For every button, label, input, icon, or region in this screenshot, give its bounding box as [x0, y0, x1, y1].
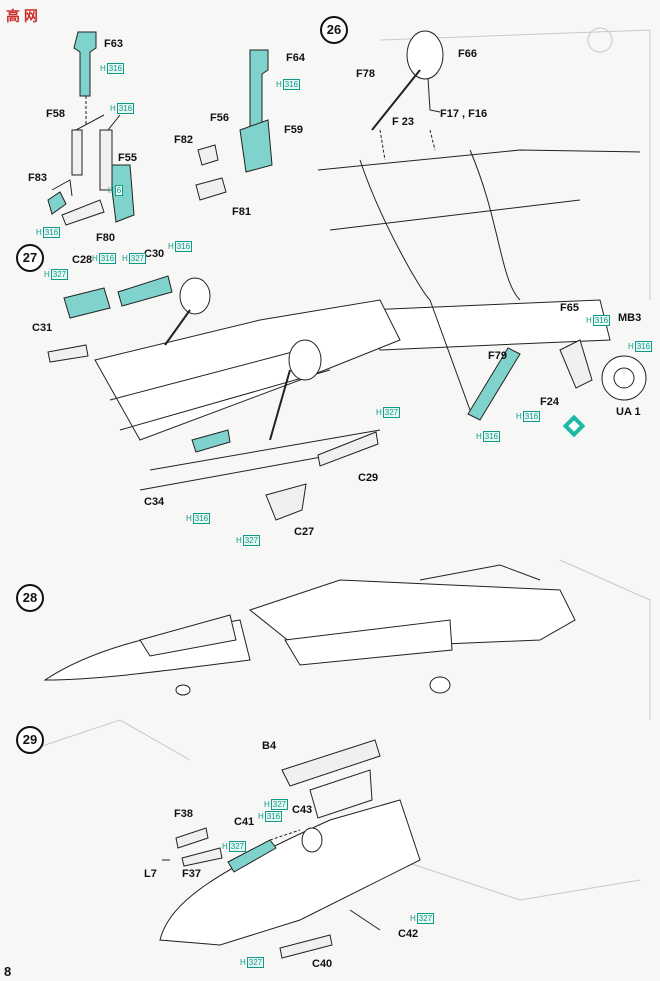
label-c42: C42 — [398, 928, 419, 940]
step-28-marker: 28 — [16, 584, 44, 612]
label-c29: C29 — [358, 472, 379, 484]
label-f24: F24 — [540, 396, 559, 408]
label-f63: F63 — [104, 38, 123, 50]
label-ua1: UA 1 — [616, 406, 641, 418]
label-f65: F65 — [560, 302, 579, 314]
label-c31: C31 — [32, 322, 53, 334]
label-f38: F38 — [174, 808, 193, 820]
site-watermark: 高 网 — [6, 8, 38, 24]
label-c30: C30 — [144, 248, 165, 260]
label-c41: C41 — [234, 816, 255, 828]
step-26-marker: 26 — [320, 16, 348, 44]
label-c40: C40 — [312, 958, 333, 970]
label-f81: F81 — [232, 206, 251, 218]
label-f37: F37 — [182, 868, 201, 880]
label-f59: F59 — [284, 124, 303, 136]
label-f56: F56 — [210, 112, 229, 124]
f63-strut — [73, 31, 97, 97]
step-27-marker: 27 — [16, 244, 44, 272]
label-f79: F79 — [488, 350, 507, 362]
step-29-marker: 29 — [16, 726, 44, 754]
label-b4: B4 — [262, 740, 277, 752]
label-f82: F82 — [174, 134, 193, 146]
label-mb3: MB3 — [618, 312, 642, 324]
label-c28: C28 — [72, 254, 93, 266]
page-number: 8 — [4, 964, 12, 979]
label-f55: F55 — [118, 152, 137, 164]
label-f64: F64 — [286, 52, 305, 64]
label-c27: C27 — [294, 526, 315, 538]
label-f17-f16: F17 , F16 — [440, 108, 488, 120]
label-f66: F66 — [458, 48, 477, 60]
label-l7: L7 — [144, 868, 157, 880]
label-f78: F78 — [356, 68, 375, 80]
label-f83: F83 — [28, 172, 47, 184]
label-c34: C34 — [144, 496, 165, 508]
label-f80: F80 — [96, 232, 115, 244]
label-f58: F58 — [46, 108, 65, 120]
label-f23: F 23 — [392, 116, 415, 128]
label-c43: C43 — [292, 804, 313, 816]
